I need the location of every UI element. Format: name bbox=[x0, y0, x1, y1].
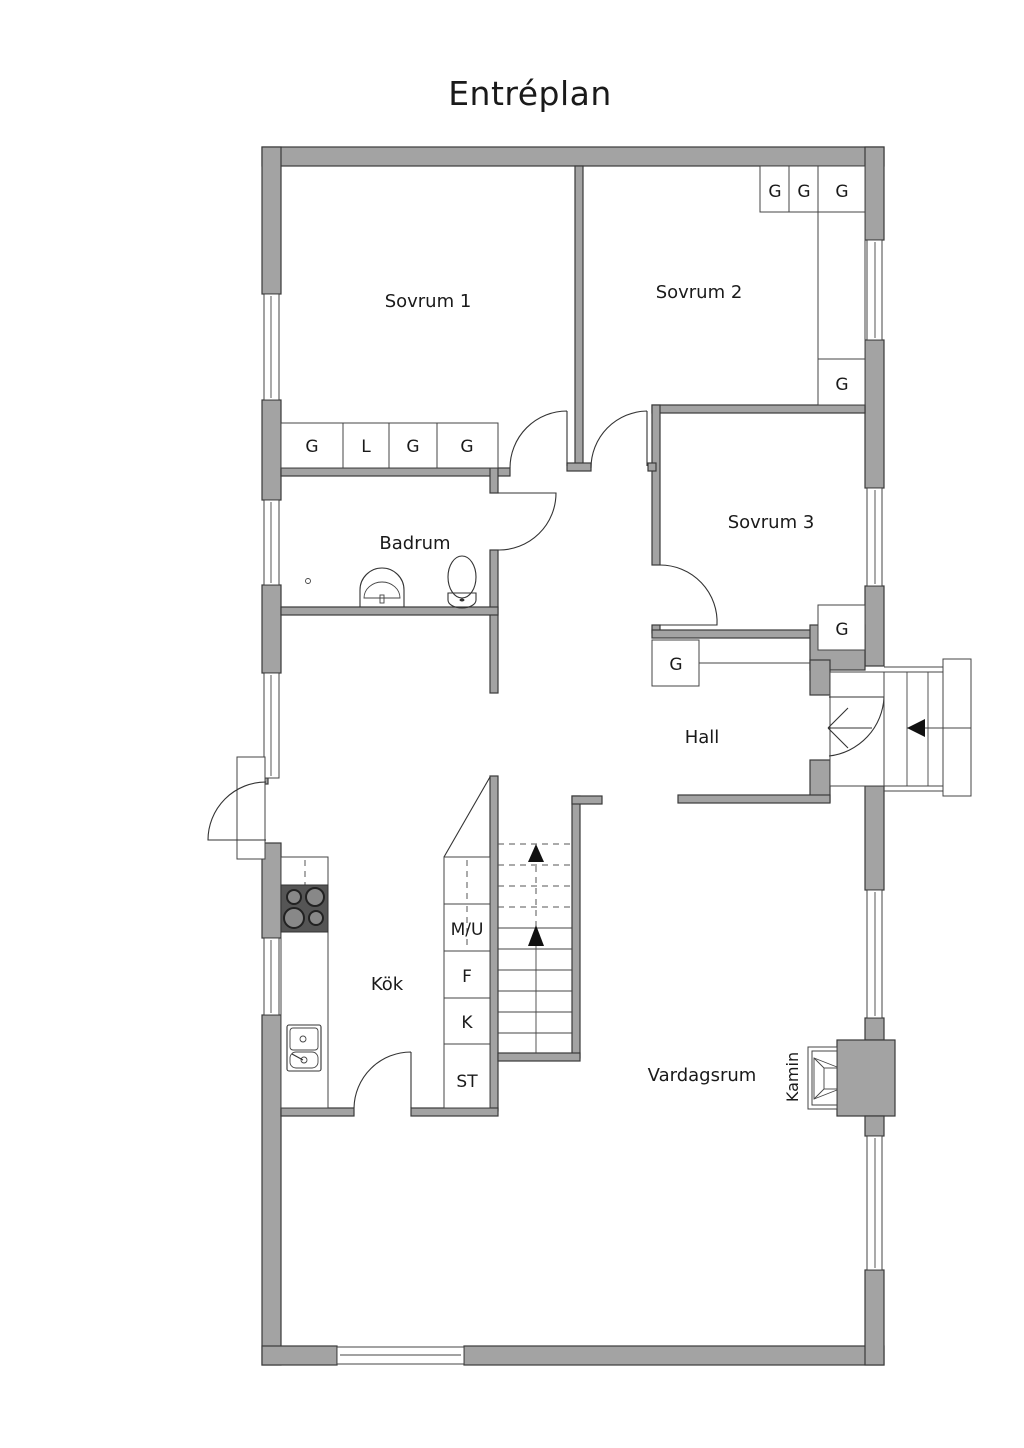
wardrobe-label: G bbox=[797, 182, 810, 202]
sink-icon bbox=[359, 567, 405, 607]
room-label-vardagsrum: Vardagsrum bbox=[648, 1065, 757, 1086]
fireplace bbox=[807, 1046, 838, 1110]
floor-plan-title: Entréplan bbox=[448, 74, 612, 113]
wardrobe-label: G bbox=[305, 437, 318, 457]
room-labels: Sovrum 1 Sovrum 2 Sovrum 3 Badrum Hall K… bbox=[371, 282, 814, 1102]
kitchen-unit-labels: M/U F K ST bbox=[451, 920, 484, 1092]
fridge-label: K bbox=[461, 1013, 473, 1033]
fixture-label-kamin: Kamin bbox=[783, 1052, 802, 1102]
freezer-label: F bbox=[462, 967, 472, 987]
stove-icon bbox=[280, 884, 329, 933]
entrance-arrow-icon bbox=[907, 719, 925, 737]
wardrobe-label: G bbox=[460, 437, 473, 457]
cleaning-cupboard-label: ST bbox=[456, 1072, 478, 1092]
outer-walls bbox=[261, 146, 896, 1366]
room-label-kok: Kök bbox=[371, 974, 404, 995]
room-label-badrum: Badrum bbox=[379, 533, 450, 554]
doors bbox=[207, 410, 886, 1109]
staircase bbox=[498, 843, 572, 1053]
toilet-icon bbox=[447, 555, 477, 609]
wardrobe-label: G bbox=[835, 375, 848, 395]
microwave-oven-label: M/U bbox=[451, 920, 484, 940]
room-label-sovrum-3: Sovrum 3 bbox=[728, 512, 815, 533]
interior-walls bbox=[280, 165, 866, 1117]
storage-labels: G L G G G G G G G G bbox=[305, 182, 848, 675]
kitchen-tall-units bbox=[443, 776, 491, 1109]
wardrobe-label: G bbox=[406, 437, 419, 457]
room-label-sovrum-2: Sovrum 2 bbox=[656, 282, 743, 303]
wardrobe-label: G bbox=[835, 182, 848, 202]
windows bbox=[263, 239, 883, 1365]
linen-cupboard-label: L bbox=[361, 437, 371, 457]
wardrobes bbox=[280, 165, 866, 687]
kitchen-counter bbox=[280, 856, 329, 1109]
stair-arrow-icon bbox=[528, 844, 544, 862]
kitchen-sink-icon bbox=[286, 1024, 322, 1072]
floor-drain-icon bbox=[305, 578, 311, 584]
stair-arrow-icon bbox=[528, 925, 544, 946]
room-label-sovrum-1: Sovrum 1 bbox=[385, 291, 472, 312]
wardrobe-label: G bbox=[768, 182, 781, 202]
entrance-steps bbox=[883, 658, 972, 797]
bathroom-fixtures bbox=[305, 555, 477, 609]
wardrobe-label: G bbox=[669, 655, 682, 675]
room-label-hall: Hall bbox=[685, 727, 720, 748]
wardrobe-label: G bbox=[835, 620, 848, 640]
